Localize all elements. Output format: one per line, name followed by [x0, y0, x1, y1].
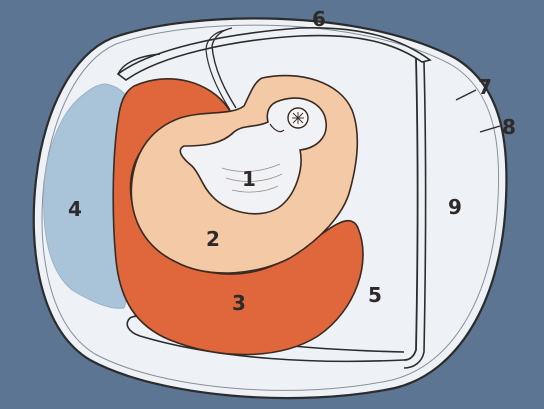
label-6: 6	[312, 7, 326, 31]
label-4: 4	[68, 197, 82, 221]
label-3: 3	[232, 291, 246, 315]
embryo-eye-lines	[292, 112, 304, 124]
label-9: 9	[448, 195, 462, 219]
label-2: 2	[206, 227, 220, 251]
label-5: 5	[368, 283, 382, 307]
label-1: 1	[242, 167, 256, 191]
label-7: 7	[478, 75, 492, 99]
label-8: 8	[502, 115, 516, 139]
